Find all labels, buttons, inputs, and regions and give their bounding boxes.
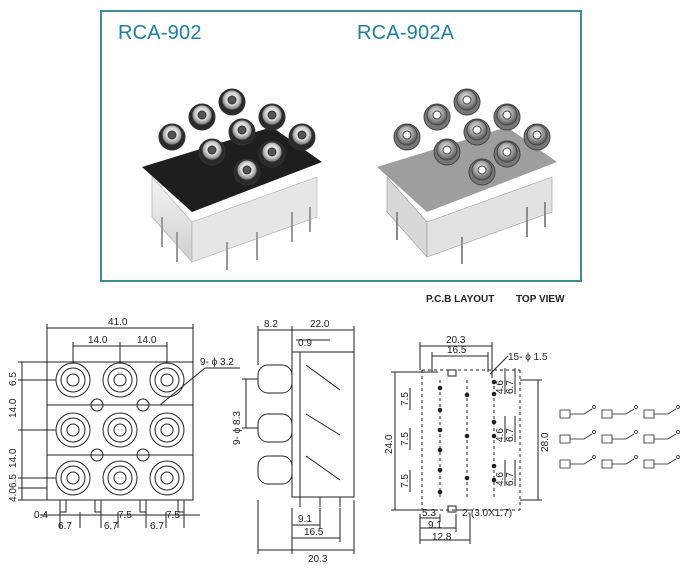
front-left-low-b: 6.5 <box>8 474 19 488</box>
pcb-r-a: 4.6 <box>495 380 506 394</box>
rca902a-photo <box>377 88 557 264</box>
pcb-top-a: 20.3 <box>446 335 466 346</box>
front-top-a: 14.0 <box>88 335 108 346</box>
front-left-mid2: 14.0 <box>8 448 19 468</box>
side-bottom-b: 16.5 <box>304 527 324 538</box>
pcb-r-c: 4.6 <box>495 428 506 442</box>
front-bottom-a: 0.4 <box>34 510 48 521</box>
side-top-c: 0.9 <box>298 338 312 349</box>
side-jack-label: 9- ϕ 8.3 <box>232 411 243 445</box>
pcb-layout-caption: P.C.B LAYOUT <box>426 294 495 305</box>
schematic-symbols <box>559 405 680 469</box>
front-left-top: 6.5 <box>8 372 19 386</box>
pcb-layout-view <box>391 342 542 544</box>
front-view <box>18 324 240 528</box>
pcb-r-f: 6.7 <box>505 472 516 486</box>
front-left-low-a: 4.0 <box>8 488 19 502</box>
product-photo-frame: RCA-902 RCA-902A <box>100 10 582 282</box>
front-bottom-b: 6.7 <box>58 521 72 532</box>
pcb-left-total: 24.0 <box>384 434 395 454</box>
pcb-hole-label: 15- ϕ 1.5 <box>508 352 548 363</box>
pcb-bottom-c: 12.8 <box>432 532 452 543</box>
model-title-rca902a: RCA-902A <box>357 22 455 44</box>
pcb-slot-label: 2-(3.0X1.7) <box>462 508 512 519</box>
technical-drawing: 41.0 14.0 14.0 9- ϕ 3.2 6.5 14.0 14.0 4.… <box>8 317 680 565</box>
side-top-a: 8.2 <box>264 319 278 330</box>
front-bottom-e: 6.7 <box>150 521 164 532</box>
front-width-total: 41.0 <box>108 317 128 328</box>
pcb-bottom-a: 5.3 <box>422 508 436 519</box>
pcb-left-a: 7.5 <box>400 392 411 406</box>
front-hole-label: 9- ϕ 3.2 <box>200 357 234 368</box>
front-bottom-c: 6.7 <box>104 521 118 532</box>
top-view-caption: TOP VIEW <box>516 294 565 305</box>
side-bottom-a: 9.1 <box>298 514 312 525</box>
pcb-right-total: 28.0 <box>540 432 551 452</box>
side-bottom-c: 20.3 <box>308 554 328 565</box>
front-bottom-f: 7.5 <box>166 510 180 521</box>
model-title-rca902: RCA-902 <box>118 22 202 44</box>
front-left-mid1: 14.0 <box>8 398 19 418</box>
pcb-r-e: 4.6 <box>495 472 506 486</box>
pcb-r-d: 6.7 <box>505 428 516 442</box>
side-top-b: 22.0 <box>310 319 330 330</box>
pcb-left-c: 7.5 <box>400 474 411 488</box>
pcb-top-b: 16.5 <box>447 345 467 356</box>
front-top-b: 14.0 <box>137 335 157 346</box>
rca902-photo <box>142 88 322 270</box>
pcb-bottom-b: 9.1 <box>428 520 442 531</box>
pcb-left-b: 7.5 <box>400 432 411 446</box>
pcb-r-b: 6.7 <box>505 380 516 394</box>
side-view <box>242 326 355 554</box>
front-bottom-d: 7.5 <box>118 510 132 521</box>
